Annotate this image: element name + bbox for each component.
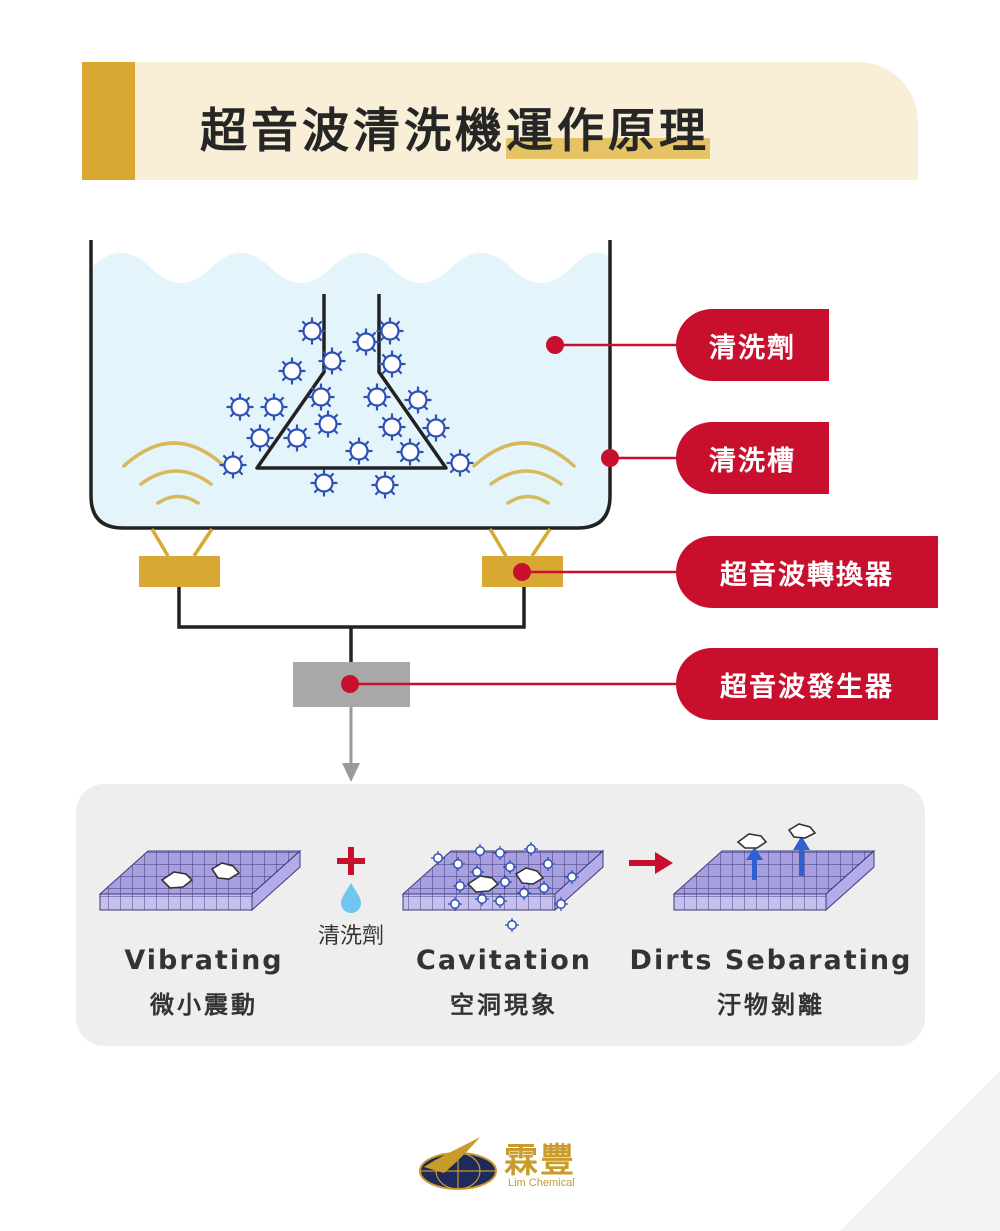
label-transducer: 超音波轉換器 <box>676 536 938 608</box>
surface-grid-vibrating <box>98 849 302 912</box>
tank-icon <box>89 240 612 530</box>
dirt-icon <box>160 871 194 889</box>
page-title: 超音波清洗機運作原理 <box>200 92 710 161</box>
title-main: 超音波清洗機 <box>200 104 506 159</box>
transducer-left-block <box>139 556 220 587</box>
dirt-icon <box>736 833 768 849</box>
title-accent-bar <box>82 62 135 180</box>
sound-waves-right-icon <box>472 441 576 505</box>
label-tank: 清洗槽 <box>676 422 829 494</box>
surface-grid-separating <box>672 823 876 912</box>
surface-grid-cavitation <box>401 841 605 933</box>
step-1-zh: 微小震動 <box>150 991 258 1019</box>
dirt-icon <box>466 875 500 893</box>
step-agent-label: 清洗劑 <box>317 924 385 949</box>
title-banner: 超音波清洗機運作原理 <box>82 62 918 180</box>
step-2-zh: 空洞現象 <box>450 991 558 1019</box>
plus-icon <box>337 847 365 875</box>
transducer-right <box>488 528 552 557</box>
step-3-zh: 汙物剝離 <box>717 991 825 1019</box>
dirt-icon <box>210 862 241 880</box>
label-dots <box>341 336 619 693</box>
process-panel <box>76 784 925 1046</box>
logo-subtitle: Lim Chemical <box>508 1177 575 1189</box>
dirt-icon <box>514 867 545 885</box>
label-detergent: 清洗劑 <box>676 309 829 381</box>
water-drop-icon <box>341 883 361 913</box>
step-1-en: Vibrating <box>124 945 284 976</box>
brand-logo: 霖豐 Lim Chemical <box>418 1133 598 1193</box>
title-highlight: 運作原理 <box>506 104 710 159</box>
red-arrow-icon <box>629 852 673 874</box>
label-generator: 超音波發生器 <box>676 648 938 720</box>
globe-logo-icon <box>419 1137 497 1190</box>
dirt-icon <box>787 823 817 839</box>
logo-name: 霖豐 <box>504 1141 576 1181</box>
corner-decoration <box>840 1071 1000 1231</box>
process-arrow-head <box>342 763 360 782</box>
step-3-en: Dirts Sebarating <box>629 945 913 976</box>
up-arrow-icon <box>746 836 810 880</box>
step-2-en: Cavitation <box>416 945 592 976</box>
transducer-left <box>150 528 214 557</box>
sound-waves-left-icon <box>122 441 226 505</box>
